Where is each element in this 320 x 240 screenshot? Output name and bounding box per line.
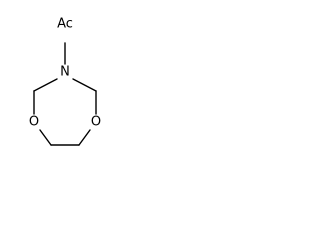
acetyl-label: Ac [57, 17, 73, 32]
oxygen-left-label: O [29, 115, 39, 130]
bond-o-right-ch2 [78, 129, 91, 146]
oxygen-right-label: O [91, 115, 101, 130]
nitrogen-label: N [60, 65, 70, 80]
bond-n-ch2-right [72, 78, 97, 92]
bond-o-left-ch2 [39, 129, 52, 146]
structure-diagram: Ac N O O [29, 17, 101, 146]
bond-n-ch2-left [33, 78, 58, 92]
